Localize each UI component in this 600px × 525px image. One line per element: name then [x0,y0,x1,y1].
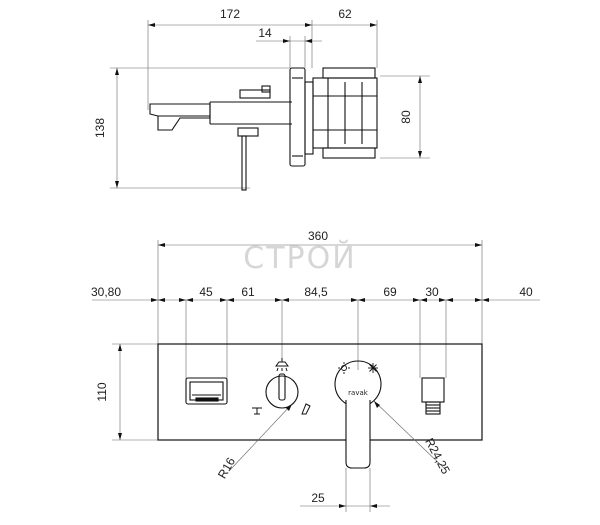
mixer-lever: ravak [334,360,382,469]
dim-height: 138 [93,118,107,138]
spout [149,101,292,131]
dim-body-depth: 62 [338,7,352,21]
dim-gap-2: 61 [241,285,255,299]
dim-gap-3: 84,5 [304,285,328,299]
hot-icon [338,362,350,374]
dim-gap-5: 30 [425,285,439,299]
bath-tap-icon [252,407,262,415]
wall-plate-front [157,343,483,441]
dim-lever-width: 25 [311,491,325,505]
dim-edge-left: 30,80 [91,285,121,299]
diverter-knob [252,358,311,415]
dim-plate-thickness: 14 [258,26,272,40]
cold-icon [368,363,378,373]
concealed-body-side [312,67,378,159]
dim-overall-depth: 172 [220,7,240,21]
lever-side [237,85,271,191]
spout-outlet [185,377,228,405]
hand-shower-icon [301,403,311,415]
shower-head-icon [275,358,289,372]
wall-plate-side [289,67,314,167]
watermark: СТРОЙ [243,240,356,276]
dim-edge-right: 40 [519,285,533,299]
dim-radius-knob: R16 [215,455,238,481]
dim-radius-lever: R24,25 [422,436,453,477]
dim-gap-1: 45 [199,285,213,299]
dim-body-height: 80 [399,110,413,124]
shower-connector [421,377,445,415]
side-view: 172 62 14 138 80 [93,7,430,191]
dim-front-height: 110 [95,382,109,401]
dim-total-width: 360 [308,229,328,243]
dim-gap-4: 69 [383,285,397,299]
lever-brand-label: ravak [348,389,369,397]
